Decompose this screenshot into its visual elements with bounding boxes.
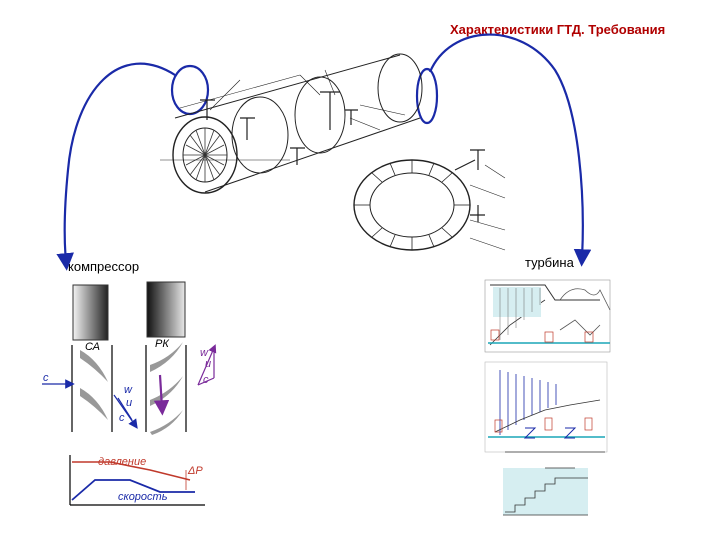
engine-casing-bottom [204, 117, 421, 193]
turbine-label: турбина [525, 255, 574, 270]
velocity-w-label: w [124, 384, 133, 396]
stator-label: СА [85, 341, 100, 353]
compressor-highlight-ellipse [170, 64, 210, 116]
delta-p-label: ΔP [187, 465, 203, 477]
compressor-arrow [56, 62, 176, 271]
mid-section-ring [231, 96, 289, 174]
turbine-stage-diagram-top [484, 279, 611, 353]
turbine-highlight-ellipse [415, 67, 439, 125]
turbine-arrow [428, 33, 592, 267]
middle-ring [294, 76, 346, 154]
compressor-cascade: СА РК c w u c w u c [42, 338, 217, 435]
velocity-u-label: u [126, 397, 132, 409]
turbine-end-view [353, 149, 506, 251]
turbine-stage-diagram-middle [484, 361, 608, 453]
turbine-stage-diagram-bottom [503, 467, 588, 516]
leader-lines [209, 69, 406, 131]
page-title: Характеристики ГТД. Требования [450, 22, 666, 37]
outlet-velocity-c-label: c [119, 412, 125, 424]
speed-label: скорость [118, 491, 168, 503]
front-ring-spokes [183, 128, 227, 182]
rotor-velocity-c-label: c [203, 374, 209, 386]
rotor-velocity-u-label: u [205, 358, 211, 370]
pressure-speed-chart: давление скорость ΔP [69, 455, 205, 506]
rear-ring [377, 53, 423, 123]
blade-images [72, 281, 186, 341]
rotor-velocity-w-label: w [200, 347, 209, 359]
connector-arrows [56, 33, 592, 271]
front-ring [172, 116, 238, 194]
rotor-label: РК [155, 338, 169, 350]
engine-schematic [160, 53, 423, 194]
inlet-velocity-c-label: c [43, 372, 49, 384]
compressor-label: компрессор [68, 259, 140, 274]
pressure-label: давление [98, 456, 146, 468]
engine-supports [200, 91, 358, 165]
